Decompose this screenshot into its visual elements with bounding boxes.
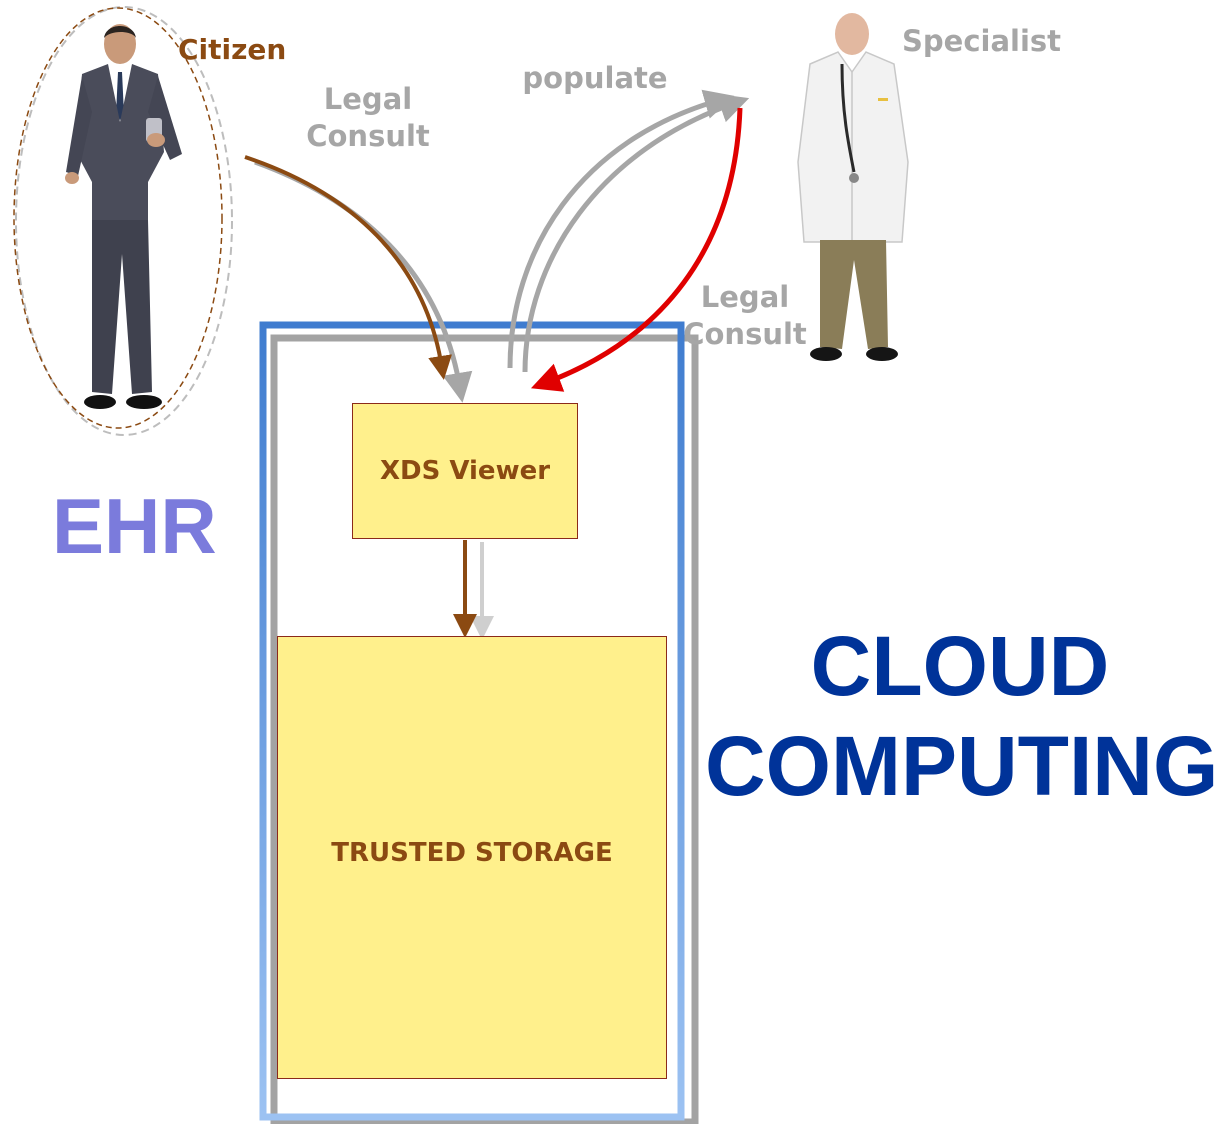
citizen-outline-brown (13, 7, 223, 429)
specialist-figure (797, 13, 909, 361)
citizen-consult-arrow-gray (254, 159, 473, 403)
specialist-label: Specialist (902, 24, 1062, 58)
xds-viewer-box: XDS Viewer (352, 403, 578, 539)
citizen-label: Citizen (178, 33, 287, 66)
populate-label: populate (522, 61, 668, 95)
populate-arrow-2 (522, 93, 750, 373)
cloud-frame-blue (259, 321, 685, 1121)
citizen-legal-consult-label: Legal Consult (306, 82, 430, 153)
ehr-label: EHR (52, 482, 217, 570)
cloud-computing-line-2: COMPUTING (705, 719, 1219, 813)
citizen-consult-arrow-brown (244, 155, 452, 380)
cloud-computing-line-1: CLOUD (810, 619, 1110, 713)
specialist-consult-arrow (530, 107, 743, 392)
citizen-outline-gray (15, 6, 233, 436)
trusted-storage-box: TRUSTED STORAGE (277, 636, 667, 1079)
cloud-computing-label: CLOUD COMPUTING (705, 616, 1219, 816)
cloud-frame-gray (270, 334, 699, 1124)
populate-arrow-1 (507, 89, 735, 369)
specialist-legal-consult-label: Legal Consult (683, 280, 807, 351)
xds-viewer-label: XDS Viewer (379, 456, 551, 486)
citizen-figure (65, 24, 182, 409)
trusted-storage-label: TRUSTED STORAGE (331, 837, 613, 868)
